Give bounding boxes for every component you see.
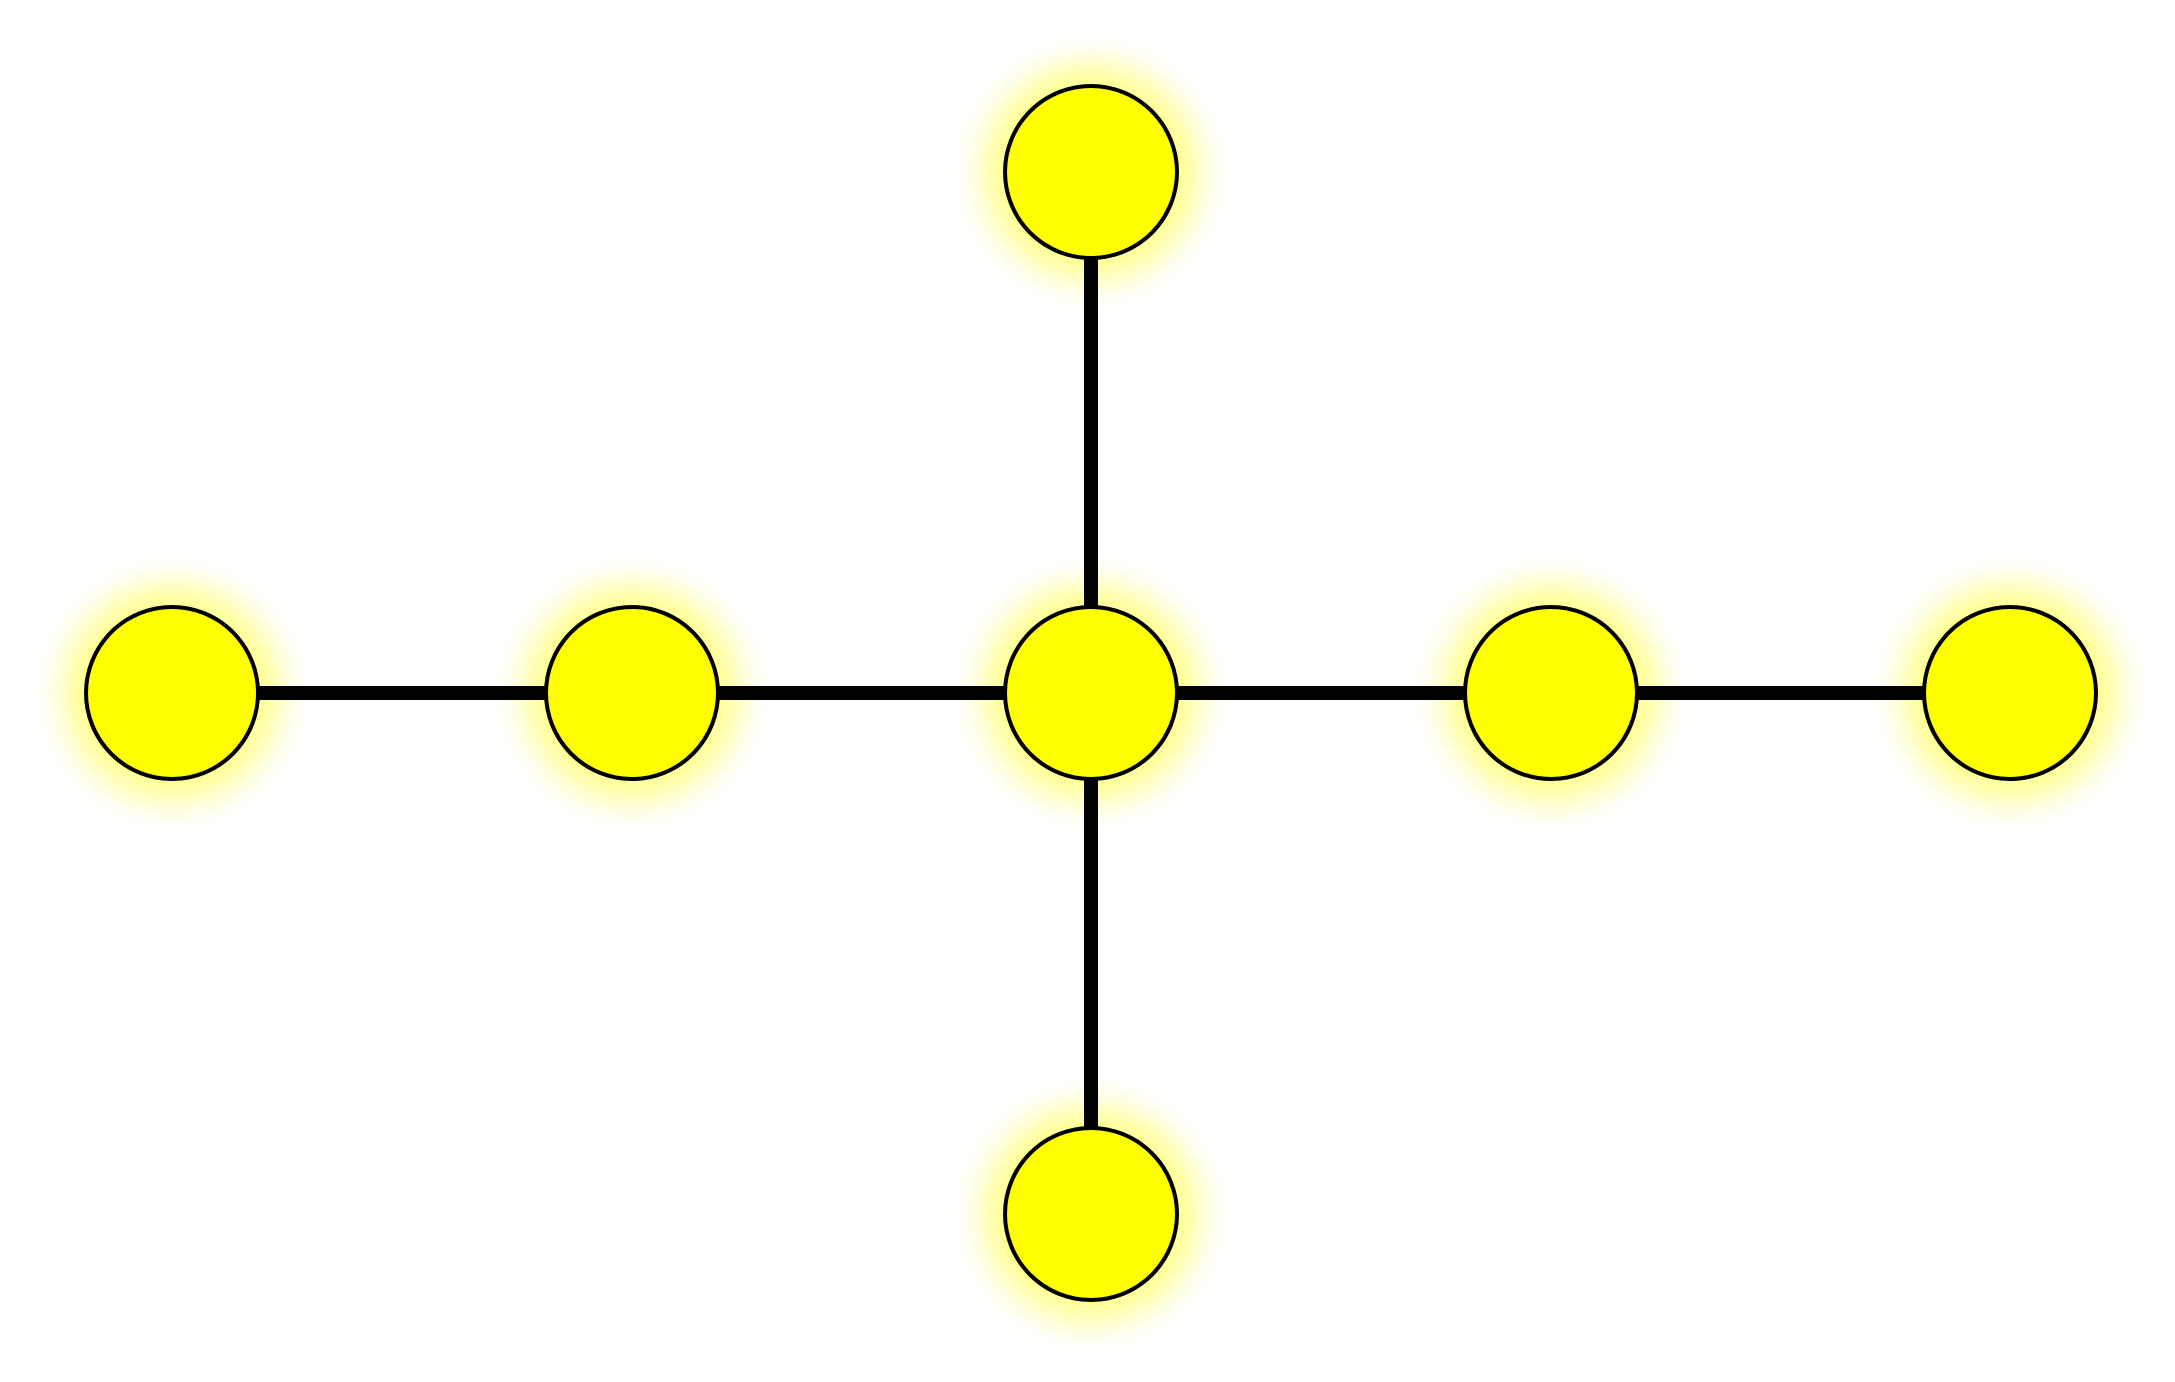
node-right-inner bbox=[1463, 605, 1639, 781]
node-left-outer bbox=[84, 605, 260, 781]
node-bottom bbox=[1003, 1126, 1179, 1302]
node-center bbox=[1003, 605, 1179, 781]
node-right-outer bbox=[1922, 605, 2098, 781]
node-layer bbox=[84, 84, 2098, 1302]
node-left-inner bbox=[544, 605, 720, 781]
node-top bbox=[1003, 84, 1179, 260]
